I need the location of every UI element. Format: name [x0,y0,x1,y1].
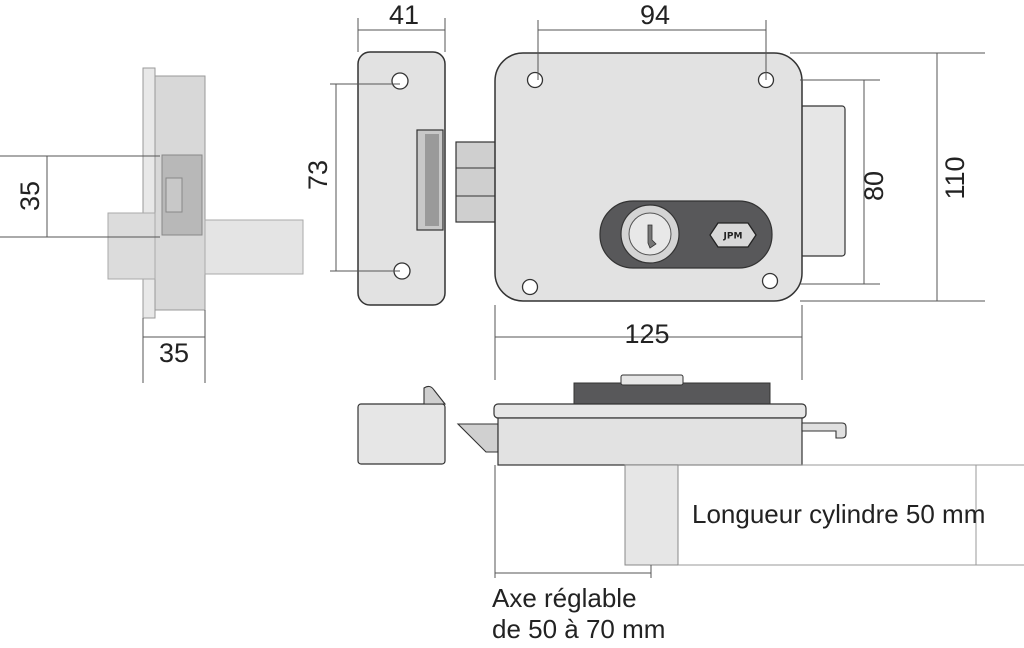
top-cylinder [624,464,679,566]
axis-caption-line-1: Axe réglable [492,583,637,613]
side-plate [142,67,156,319]
case-screw-hole-bottom-left [521,278,539,296]
keyhole-icon [647,224,657,249]
strike-screw-hole-top [391,72,409,90]
case-screw-hole-bottom-right [761,272,779,290]
strike-keeper-inner [425,134,439,226]
lock-front-view: JPM 94 80 110 125 [455,0,985,380]
strike-height-label: 73 [303,160,333,190]
latch-bolt [455,141,497,223]
bolt-height-label: 80 [859,171,889,201]
side-view: 35 35 [0,67,304,383]
strike-plate-view: 41 73 [303,0,446,306]
jpm-logo: JPM [709,222,757,248]
top-strike-block [357,403,446,465]
strike-plate [357,51,446,306]
deadbolt [799,105,846,257]
side-latch-notch [165,177,183,213]
case-height-label: 110 [940,156,970,199]
top-case-edge [493,403,807,419]
case-screw-hole-top-left [526,71,544,89]
top-strike-lip [423,385,447,405]
side-cylinder-right [204,219,304,275]
top-latch-wedge [456,423,499,453]
top-cover-knob [620,374,684,386]
hole-spacing-label: 94 [640,0,670,30]
lock-top-view: Longueur cylindre 50 mm Axe réglable de … [357,374,1024,644]
side-width-label: 35 [159,338,189,368]
top-case-body [497,417,803,466]
axis-caption-line-2: de 50 à 70 mm [492,614,665,643]
case-width-label: 125 [624,319,669,349]
side-height-label: 35 [15,181,45,211]
top-bolt-hook [801,422,847,439]
top-dark-cover [573,382,771,406]
side-knob-left [107,212,156,280]
jpm-logo-text: JPM [723,232,743,242]
cylinder-length-caption: Longueur cylindre 50 mm [692,499,985,529]
strike-width-label: 41 [389,0,419,30]
